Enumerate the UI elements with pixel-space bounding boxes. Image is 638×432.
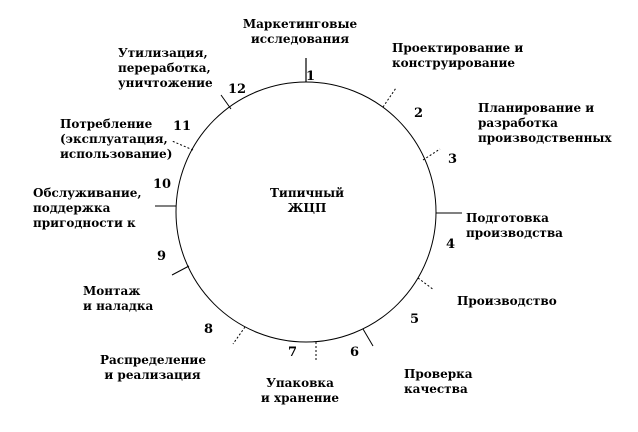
stage-label-4: Подготовка производства [466,211,563,240]
stage-number-6: 6 [350,345,360,360]
stage-label-9: Монтаж и наладка [83,284,154,313]
stage-number-4: 4 [446,237,456,252]
stage-number-8: 8 [204,322,214,337]
stage-label-7: Упаковка и хранение [260,376,340,405]
stage-label-8: Распределение и реализация [100,353,206,382]
tick-9 [171,265,190,276]
stage-number-9: 9 [157,249,167,264]
stage-label-3: Планирование и разработка производственн… [478,101,612,145]
tick-2 [382,87,397,108]
tick-5 [417,277,435,291]
stage-number-3: 3 [448,152,458,167]
center-label: Типичный ЖЦП [270,186,345,215]
stage-label-10: Обслуживание, поддержка пригодности к [33,186,142,230]
tick-12 [220,94,232,110]
stage-number-1: 1 [306,69,316,84]
tick-11 [171,140,194,151]
stage-number-11: 11 [173,119,192,134]
stage-number-5: 5 [410,312,420,327]
stage-label-11: Потребление (эксплуатация, использование… [60,117,173,161]
stage-label-1: Маркетинговые исследования [242,17,358,46]
stage-label-6: Проверка качества [404,367,473,396]
tick-6 [362,328,374,347]
stage-number-10: 10 [153,177,172,192]
stage-label-12: Утилизация, переработка, уничтожение [118,46,213,90]
tick-8 [232,326,246,345]
tick-3 [422,148,441,161]
stage-number-2: 2 [414,106,424,121]
stage-label-5: Производство [457,294,557,308]
stage-number-12: 12 [228,82,247,97]
stage-number-7: 7 [288,345,298,360]
stage-label-2: Проектирование и конструирование [392,41,524,70]
